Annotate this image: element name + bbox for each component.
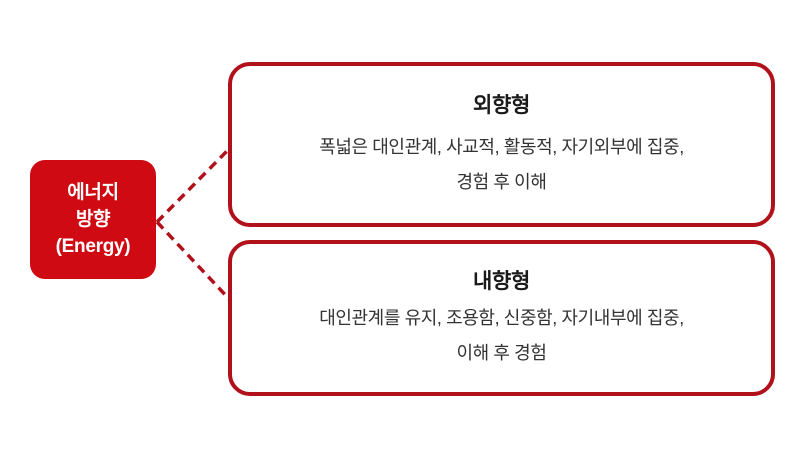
- connector-line-extravert: [155, 145, 233, 224]
- branch-description-line-2: 경험 후 이해: [456, 172, 547, 192]
- connector-line-introvert: [155, 220, 233, 303]
- branch-description-line-2: 이해 후 경험: [456, 343, 547, 363]
- branch-title-extravert: 외향형: [472, 94, 531, 117]
- branch-card-extravert: 외향형 폭넓은 대인관계, 사교적, 활동적, 자기외부에 집중, 경험 후 이…: [228, 62, 775, 227]
- root-node-line-1: 에너지: [67, 182, 119, 203]
- branch-title-introvert: 내향형: [472, 270, 531, 293]
- branch-description-line-1: 폭넓은 대인관계, 사교적, 활동적, 자기외부에 집중,: [319, 137, 684, 157]
- root-node-line-2: 방향: [75, 209, 111, 230]
- branch-card-introvert: 내향형 대인관계를 유지, 조용함, 신중함, 자기내부에 집중, 이해 후 경…: [228, 240, 775, 396]
- root-node-line-3: (Energy): [55, 236, 131, 257]
- root-node-energy: 에너지 방향 (Energy): [30, 160, 156, 279]
- branch-description-line-1: 대인관계를 유지, 조용함, 신중함, 자기내부에 집중,: [319, 308, 684, 328]
